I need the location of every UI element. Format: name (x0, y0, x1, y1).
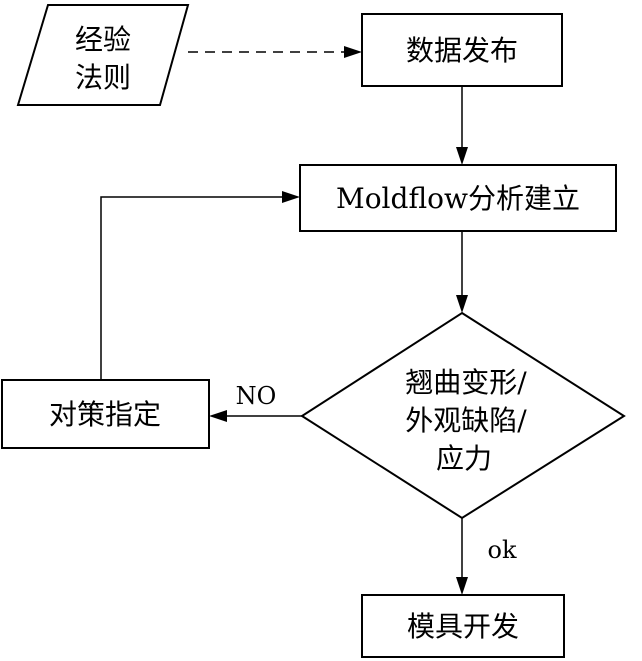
experience-rules-line2: 法则 (75, 61, 131, 94)
moldflow-analysis-node (299, 164, 617, 232)
feedback-connector (100, 196, 282, 380)
defect-check-line1: 翘曲变形/ (405, 366, 527, 399)
data-release-node (361, 13, 563, 87)
no-label: NO (236, 382, 277, 410)
experience-rules-line1: 经验 (75, 23, 131, 56)
data-release-label: 数据发布 (406, 34, 518, 67)
defect-check-line2: 外观缺陷/ (405, 404, 527, 437)
feedback-arrowhead (282, 191, 300, 203)
dashed-arrowhead (344, 46, 362, 58)
arrowhead-check-to-countermeasure (209, 410, 227, 422)
arrowhead-release-to-analysis (456, 147, 468, 165)
arrowhead-check-to-mold (456, 577, 468, 595)
countermeasure-node (1, 379, 210, 449)
mold-development-label: 模具开发 (407, 610, 519, 643)
experience-rules-node (16, 4, 190, 106)
defect-check-line3: 应力 (436, 442, 492, 475)
arrowhead-analysis-to-check (456, 295, 468, 313)
countermeasure-label: 对策指定 (49, 398, 161, 431)
ok-label: ok (488, 536, 517, 564)
moldflow-analysis-label: Moldflow分析建立 (336, 182, 580, 215)
mold-development-node (361, 594, 565, 658)
